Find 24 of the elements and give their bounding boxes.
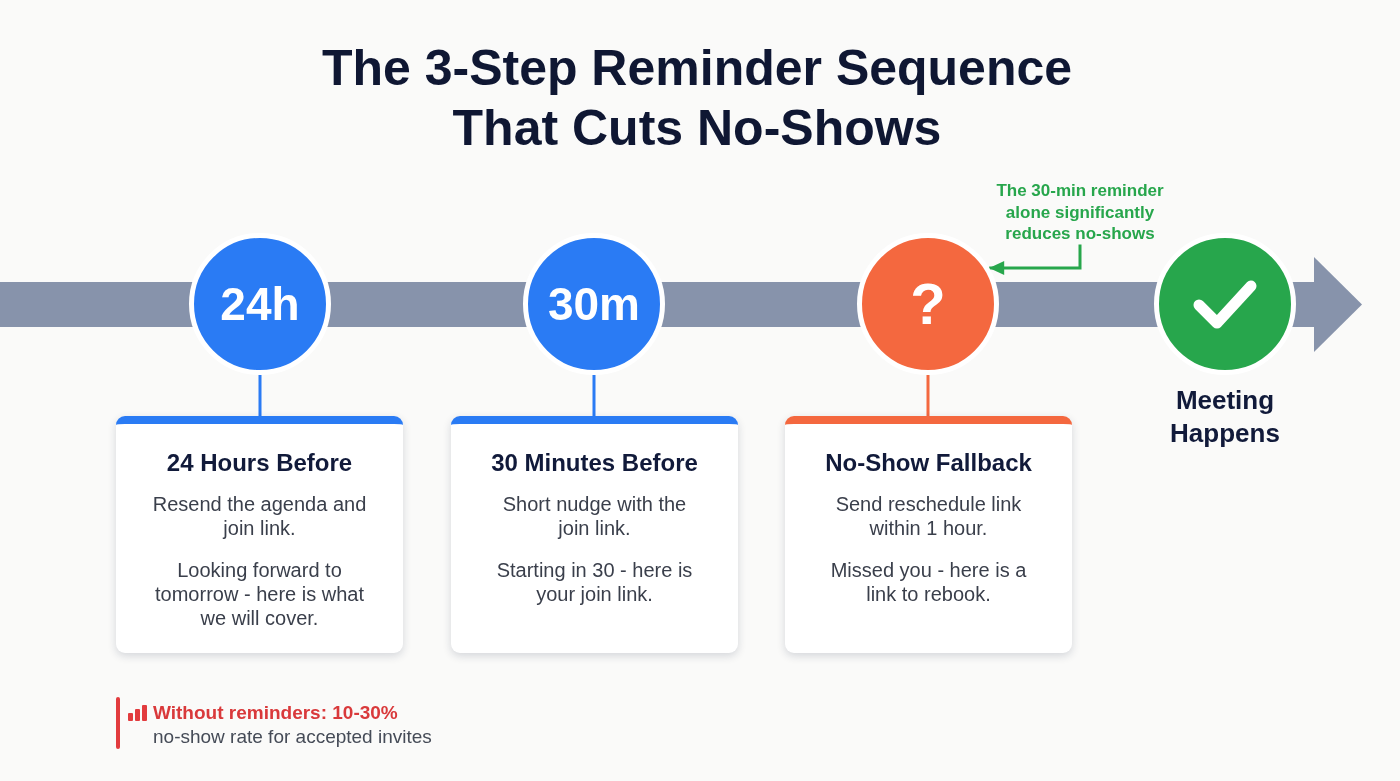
card-title: No-Show Fallback: [824, 448, 1033, 478]
card-text: Missed you - here is a link to rebook.: [829, 558, 1028, 606]
circle-label: 30m: [547, 281, 641, 327]
connector-line: [258, 375, 262, 416]
card-text: Starting in 30 - here is your join link.: [495, 558, 694, 606]
card-text: Resend the agenda and join link.: [152, 492, 367, 540]
card-text: Send reschedule link within 1 hour.: [834, 492, 1023, 540]
circle-label: ?: [910, 275, 946, 333]
step-card: [451, 416, 738, 653]
step-card: [116, 416, 403, 653]
card-text: Short nudge with the join link.: [501, 492, 688, 540]
pointer-arrow: [989, 244, 1082, 275]
annotation-text: The 30-min reminder alone significantly reduces no-shows: [982, 180, 1178, 245]
stat-heading: Without reminders: 10-30%: [153, 702, 398, 724]
milestone-label: Meeting Happens: [1169, 384, 1281, 450]
card-title: 24 Hours Before: [165, 448, 354, 478]
circle-label: 24h: [220, 281, 300, 327]
connector-line: [926, 375, 930, 416]
diagram-title: The 3-Step Reminder Sequence That Cuts No-Shows: [320, 39, 1074, 158]
card-title: 30 Minutes Before: [490, 448, 699, 478]
stat-text: no-show rate for accepted invites: [153, 726, 432, 748]
connector-line: [592, 375, 596, 416]
card-text: Looking forward to tomorrow - here is what we will cover.: [154, 558, 365, 630]
step-card: [785, 416, 1072, 653]
